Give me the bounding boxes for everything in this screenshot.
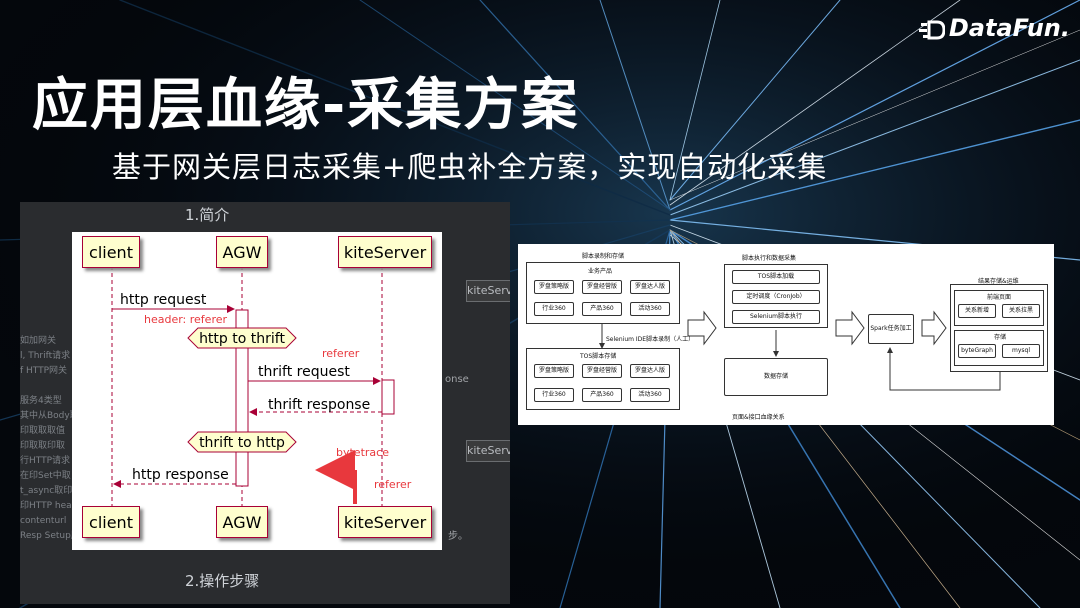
doc-side-line: f HTTP网关 xyxy=(20,366,68,376)
tos-node: 罗盘经营版 xyxy=(582,364,622,378)
doc-side-line: 行HTTP请求 xyxy=(20,456,71,466)
business-products-label: 业务产品 xyxy=(588,268,613,275)
msg-thrift-response: thrift response xyxy=(268,397,370,413)
note-bytetrace: bytetrace xyxy=(336,446,389,459)
msg-http-request: http request xyxy=(120,292,207,308)
business-products-frame xyxy=(526,262,680,324)
msg-thrift-request: thrift request xyxy=(258,364,350,380)
doc-section-intro: 1.简介 xyxy=(185,206,230,224)
msg-http-response: http response xyxy=(132,467,229,483)
doc-ghost-kiteserver-2: kiteServer xyxy=(466,440,510,462)
biz-node: 罗盘经营版 xyxy=(582,280,622,294)
exec-node: 定时调度（CronJob） xyxy=(732,290,820,304)
storage-to-spark-arrow xyxy=(887,347,1001,391)
participant-agw-top: AGW xyxy=(216,236,268,268)
frontend-label: 前端页面 xyxy=(987,294,1012,301)
kiteserver-activation xyxy=(381,379,395,415)
storage-node: byteGraph xyxy=(958,344,996,358)
selenium-record-label: Selenium IDE脚本录制（人工） xyxy=(606,336,695,343)
sequence-diagram: http request header: referer http to thr… xyxy=(72,232,442,550)
doc-ghost-kiteserver: kiteServer xyxy=(466,280,510,302)
page-subtitle: 基于网关层日志采集+爬虫补全方案，实现自动化采集 xyxy=(112,150,828,184)
flow-caption: 页面&接口血缘关系 xyxy=(732,414,785,421)
doc-side-text: 如加网关 l, Thrift请求 f HTTP网关 服务4类型 其中从Body取… xyxy=(20,334,85,544)
doc-ghost-end: 步。 xyxy=(448,531,468,542)
http-to-thrift-hex xyxy=(187,327,297,349)
doc-section-steps: 2.操作步骤 xyxy=(185,572,260,590)
tos-node: 罗盘达人版 xyxy=(630,364,670,378)
biz-node: 活动360 xyxy=(630,302,670,316)
doc-side-line: 在印Set中取 xyxy=(20,471,71,481)
storage-node: mysql xyxy=(1002,344,1040,358)
flow-arrow-2-icon xyxy=(835,310,865,346)
doc-side-line: 印取取取值 xyxy=(20,426,66,436)
tos-store-label: TOS脚本存储 xyxy=(580,353,617,360)
biz-node: 行业360 xyxy=(534,302,574,316)
participant-client-bottom: client xyxy=(82,506,140,538)
doc-side-line: Resp Setup服务 header xyxy=(20,531,85,541)
note-header-referer: header: referer xyxy=(144,313,227,326)
group-exec-label: 脚本执行和数据采集 xyxy=(742,255,797,262)
exec-node: Selenium脚本执行 xyxy=(732,310,820,324)
lineage-flow-diagram: 脚本录制和存储 业务产品 罗盘策略版 罗盘经营版 罗盘达人版 行业360 产品3… xyxy=(518,244,1054,425)
frontend-frame xyxy=(954,290,1044,326)
tos-node: 行业360 xyxy=(534,388,574,402)
tos-node: 罗盘策略版 xyxy=(534,364,574,378)
doc-side-line: contenturl xyxy=(20,516,67,526)
doc-side-line: 其中从Body取印 xyxy=(20,411,85,421)
doc-side-line: l, Thrift请求 xyxy=(20,351,71,361)
exec-node: TOS脚本加载 xyxy=(732,270,820,284)
biz-node: 产品360 xyxy=(582,302,622,316)
storage-label: 存储 xyxy=(994,334,1007,341)
doc-side-line: 印取取印取 xyxy=(20,441,66,451)
data-store-node: 数据存储 xyxy=(724,358,828,396)
datafun-logo: DataFun. xyxy=(918,14,1070,42)
group-script-record-label: 脚本录制和存储 xyxy=(582,253,625,260)
result-frame xyxy=(950,284,1048,372)
participant-agw-bottom: AGW xyxy=(216,506,268,538)
logo-text: DataFun. xyxy=(948,14,1070,42)
group-result-label: 结果存储&运维 xyxy=(978,278,1019,285)
hex-http-to-thrift-label: http to thrift xyxy=(199,331,285,347)
biz-node: 罗盘达人版 xyxy=(630,280,670,294)
page-title: 应用层血缘-采集方案 xyxy=(32,73,580,138)
flow-arrow-3-icon xyxy=(921,310,947,346)
spark-node: Spark任务加工 xyxy=(868,314,914,344)
frontend-node: 关系拉黑 xyxy=(1002,304,1040,318)
participant-kiteserver-top: kiteServer xyxy=(338,236,432,268)
doc-side-line: 如加网关 xyxy=(20,336,57,346)
doc-ghost-fragment: onse xyxy=(445,374,469,385)
hex-thrift-to-http-label: thrift to http xyxy=(199,435,285,451)
biz-node: 罗盘策略版 xyxy=(534,280,574,294)
note-referer-2: referer xyxy=(374,478,412,491)
tos-store-frame xyxy=(526,348,680,410)
tos-node: 活动360 xyxy=(630,388,670,402)
datafun-logo-mark-icon xyxy=(918,18,946,40)
doc-side-line: 服务4类型 xyxy=(20,396,62,406)
exec-frame xyxy=(724,264,828,328)
doc-side-line: t_async取印 xyxy=(20,486,73,496)
storage-frame xyxy=(954,330,1044,366)
flow-arrow-1-icon xyxy=(687,310,717,346)
frontend-node: 关系新增 xyxy=(958,304,996,318)
participant-client-top: client xyxy=(82,236,140,268)
thrift-to-http-hex xyxy=(187,431,297,453)
tos-node: 产品360 xyxy=(582,388,622,402)
note-referer-1: referer xyxy=(322,347,360,360)
participant-kiteserver-bottom: kiteServer xyxy=(338,506,432,538)
doc-side-line: 印HTTP head xyxy=(20,501,78,511)
